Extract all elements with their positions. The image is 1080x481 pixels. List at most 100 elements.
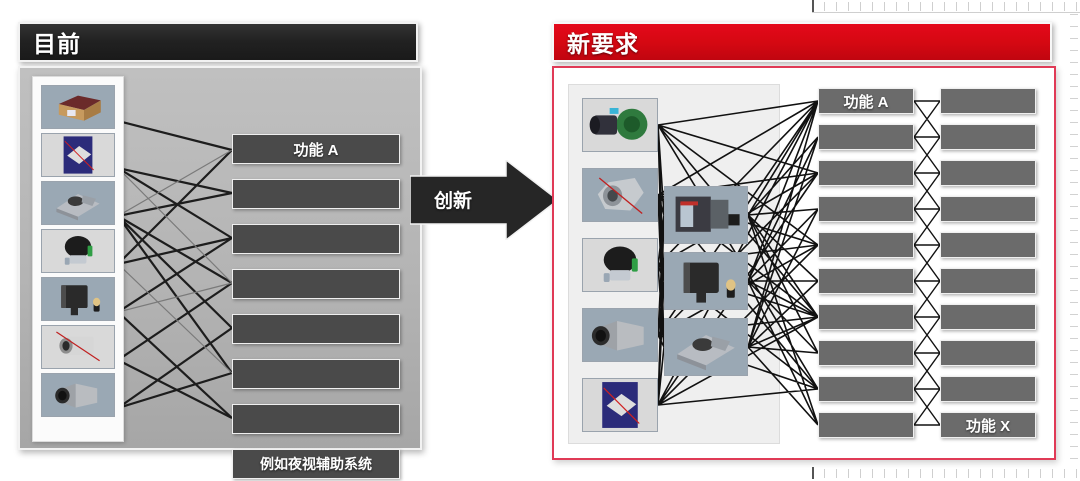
- right-function-bar-col1-8[interactable]: [818, 376, 914, 402]
- left-thumb-camera-module-4[interactable]: [41, 277, 115, 321]
- ruler-tick: [1070, 434, 1078, 435]
- function-bar-label: 功能 A: [293, 141, 339, 159]
- ruler-tick: [1070, 122, 1078, 123]
- right-function-bar-col2-9[interactable]: 功能 X: [940, 412, 1036, 438]
- ruler-tick: [1070, 206, 1078, 207]
- left-thumb-pcb-board-1[interactable]: [41, 133, 115, 177]
- ruler-tick: [1070, 302, 1078, 303]
- ruler-tick: [1028, 2, 1029, 11]
- ruler-tick: [1004, 2, 1005, 11]
- right-function-bar-col1-1[interactable]: [818, 124, 914, 150]
- ruler-tick: [992, 2, 993, 11]
- right-col2-thumb-camera-module-1[interactable]: [664, 252, 748, 310]
- right-function-bar-col2-3[interactable]: [940, 196, 1036, 222]
- ruler-tick: [1016, 2, 1017, 11]
- left-thumb-sensor-head-3[interactable]: [41, 229, 115, 273]
- left-function-bar-1[interactable]: [232, 179, 400, 209]
- ruler-tick: [860, 469, 861, 478]
- ruler-tick: [1070, 146, 1078, 147]
- function-bar-label: 例如夜视辅助系统: [260, 456, 372, 472]
- right-function-bar-col1-4[interactable]: [818, 232, 914, 258]
- ruler-tick: [920, 2, 921, 11]
- ruler-tick: [1070, 398, 1078, 399]
- ruler-tick: [1016, 469, 1017, 478]
- ruler-tick: [1070, 326, 1078, 327]
- left-panel-title-text: 目前: [33, 31, 81, 57]
- ruler-tick: [1070, 242, 1078, 243]
- right-col2-thumb-bracket-2[interactable]: [664, 318, 748, 376]
- left-panel-title: 目前: [18, 22, 418, 62]
- right-function-bar-col2-8[interactable]: [940, 376, 1036, 402]
- ruler-tick: [1070, 134, 1078, 135]
- ruler-tick: [824, 469, 825, 478]
- ruler-right: [1066, 14, 1080, 466]
- left-function-bar-6[interactable]: [232, 404, 400, 434]
- ruler-tick: [980, 469, 981, 478]
- right-function-bar-col2-6[interactable]: [940, 304, 1036, 330]
- right-col1-thumb-sensor-head-2[interactable]: [582, 238, 658, 292]
- ruler-tick: [1070, 266, 1078, 267]
- ruler-tick: [1070, 110, 1078, 111]
- right-col2-thumb-control-unit-0[interactable]: [664, 186, 748, 244]
- ruler-tick: [1070, 278, 1078, 279]
- ruler-tick: [1028, 469, 1029, 478]
- ruler-tick: [848, 469, 849, 478]
- left-function-bar-2[interactable]: [232, 224, 400, 254]
- right-function-bar-col2-7[interactable]: [940, 340, 1036, 366]
- right-function-bar-col1-5[interactable]: [818, 268, 914, 294]
- ruler-tick: [1070, 170, 1078, 171]
- right-function-bar-col1-0[interactable]: 功能 A: [818, 88, 914, 114]
- ruler-tick: [944, 469, 945, 478]
- right-function-bar-col2-5[interactable]: [940, 268, 1036, 294]
- right-col1-thumb-camera-body-3[interactable]: [582, 308, 658, 362]
- ruler-tick: [872, 2, 873, 11]
- ruler-tick: [884, 2, 885, 11]
- right-function-bar-col2-1[interactable]: [940, 124, 1036, 150]
- left-thumb-bracket-2[interactable]: [41, 181, 115, 225]
- right-function-bar-col1-2[interactable]: [818, 160, 914, 186]
- left-function-bar-3[interactable]: [232, 269, 400, 299]
- right-function-bar-col1-9[interactable]: [818, 412, 914, 438]
- right-function-bar-col1-6[interactable]: [818, 304, 914, 330]
- innovation-arrow-label: 创新: [434, 191, 473, 212]
- arrow-shape: [409, 158, 560, 242]
- ruler-tick: [896, 2, 897, 11]
- ruler-tick: [1070, 290, 1078, 291]
- function-bar-label: 功能 A: [843, 93, 889, 111]
- ruler-tick: [1070, 374, 1078, 375]
- right-function-bar-col1-3[interactable]: [818, 196, 914, 222]
- ruler-tick: [884, 469, 885, 478]
- ruler-top: [812, 0, 1080, 13]
- right-function-bar-col2-2[interactable]: [940, 160, 1036, 186]
- left-thumb-lens-assembly-5[interactable]: [41, 325, 115, 369]
- ruler-tick: [848, 2, 849, 11]
- right-col1-thumb-connector-green-0[interactable]: [582, 98, 658, 152]
- ruler-tick: [1070, 422, 1078, 423]
- left-function-bar-5[interactable]: [232, 359, 400, 389]
- right-col1-thumb-pcb-board-4[interactable]: [582, 378, 658, 432]
- ruler-tick: [1070, 314, 1078, 315]
- ruler-tick: [860, 2, 861, 11]
- ruler-tick: [1070, 218, 1078, 219]
- right-panel-title-text: 新要求: [567, 31, 639, 57]
- ruler-tick: [1070, 458, 1078, 459]
- right-function-bar-col2-0[interactable]: [940, 88, 1036, 114]
- left-function-bar-0[interactable]: 功能 A: [232, 134, 400, 164]
- left-panel-body: 功能 A 例如夜视辅助系统: [18, 66, 422, 479]
- ruler-tick: [836, 469, 837, 478]
- ruler-tick: [944, 2, 945, 11]
- ruler-tick: [1070, 410, 1078, 411]
- ruler-tick: [1070, 254, 1078, 255]
- ruler-tick: [824, 2, 825, 11]
- right-function-bar-col2-4[interactable]: [940, 232, 1036, 258]
- left-thumb-housing-0[interactable]: [41, 85, 115, 129]
- left-function-bar-4[interactable]: [232, 314, 400, 344]
- ruler-tick: [1070, 230, 1078, 231]
- function-bar-label: 功能 X: [965, 417, 1011, 435]
- right-col1-thumb-gear-ring-1[interactable]: [582, 168, 658, 222]
- ruler-tick: [1052, 469, 1053, 478]
- left-function-bar-7[interactable]: 例如夜视辅助系统: [232, 449, 400, 479]
- ruler-tick: [1070, 14, 1078, 15]
- left-thumb-camera-body-6[interactable]: [41, 373, 115, 417]
- right-function-bar-col1-7[interactable]: [818, 340, 914, 366]
